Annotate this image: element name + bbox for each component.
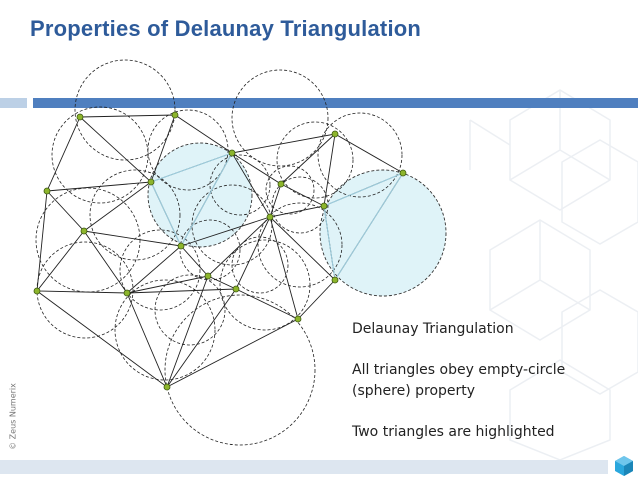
- vertex: [147, 178, 155, 186]
- vertex: [177, 242, 185, 250]
- title-underline-left: [0, 98, 27, 108]
- circumcircle: [276, 121, 354, 199]
- circumcircle: [231, 69, 329, 167]
- vertex: [399, 169, 407, 177]
- circumcircle: [271, 176, 329, 234]
- vertex: [232, 285, 240, 293]
- circumcircle: [51, 106, 149, 204]
- vertex: [331, 130, 339, 138]
- highlighted-triangle-2: [323, 171, 405, 282]
- caption: Delaunay Triangulation All triangles obe…: [352, 319, 622, 443]
- highlight-circle-1: [147, 142, 253, 248]
- vertex: [123, 289, 131, 297]
- circumcircle: [257, 202, 343, 288]
- circumcircle: [89, 169, 181, 261]
- circumcircle: [154, 274, 226, 346]
- vertex: [204, 272, 212, 280]
- vertex: [331, 276, 339, 284]
- vertex: [171, 111, 179, 119]
- vertex: [33, 287, 41, 295]
- cube-icon: [615, 456, 633, 476]
- vertex: [277, 180, 285, 188]
- circumcircle: [74, 59, 176, 161]
- circumcircle: [209, 154, 271, 216]
- circumcircle: [219, 239, 311, 331]
- copyright-text: © Zeus Numerix: [8, 383, 18, 450]
- caption-line: Two triangles are highlighted: [352, 424, 555, 440]
- vertex: [43, 187, 51, 195]
- slide-title: Properties of Delaunay Triangulation: [30, 16, 422, 41]
- vertex: [294, 315, 302, 323]
- vertex: [163, 383, 171, 391]
- circumcircle: [231, 236, 289, 294]
- circumcircle: [179, 219, 241, 281]
- vertex: [320, 202, 328, 210]
- circumcircle: [119, 229, 201, 311]
- caption-title: Delaunay Triangulation: [352, 321, 514, 337]
- highlight-circle-2: [319, 169, 447, 297]
- circumcircle: [36, 241, 134, 339]
- circumcircle: [35, 187, 141, 293]
- caption-line: (sphere) property: [352, 383, 476, 399]
- vertex: [266, 213, 274, 221]
- vertex: [76, 113, 84, 121]
- circumcircle: [114, 279, 216, 381]
- vertex: [228, 149, 236, 157]
- title-underline-bar: [33, 98, 638, 108]
- circumcircle: [265, 165, 315, 215]
- circumcircle: [317, 112, 403, 198]
- vertex: [80, 227, 88, 235]
- circumcircle: [164, 294, 316, 446]
- footer-bar: [0, 460, 608, 474]
- caption-line: All triangles obey empty-circle: [352, 362, 566, 378]
- highlighted-triangle-1: [150, 152, 234, 248]
